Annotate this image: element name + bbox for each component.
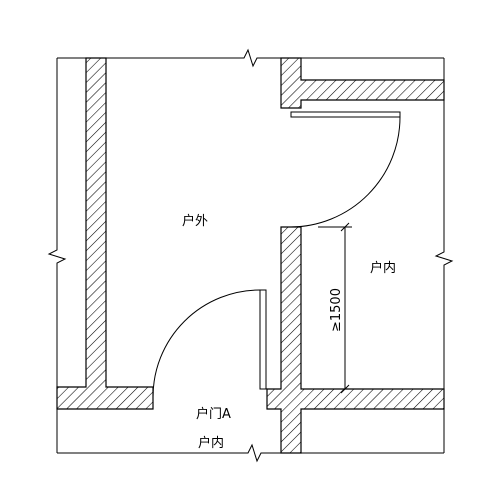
door-a bbox=[152, 289, 267, 398]
wall-top-right bbox=[280, 57, 445, 109]
label-inside-bottom: 户内 bbox=[198, 435, 224, 451]
door-top-leaf bbox=[290, 111, 401, 118]
door-a-leaf bbox=[259, 289, 267, 390]
label-inside-right: 户内 bbox=[370, 260, 396, 276]
door-a-swing-arc bbox=[152, 289, 261, 398]
wall-center-cross bbox=[266, 226, 445, 454]
label-outside: 户外 bbox=[182, 213, 208, 229]
wall-left-L bbox=[56, 57, 154, 410]
walls bbox=[56, 57, 445, 454]
door-top-swing-arc bbox=[290, 116, 401, 228]
door-top bbox=[290, 111, 401, 228]
bottom-boundary-break bbox=[57, 443, 444, 463]
dimension-line bbox=[318, 222, 352, 394]
top-boundary-break bbox=[57, 48, 444, 68]
right-boundary-break bbox=[434, 58, 454, 453]
dimension-text: ≥1500 bbox=[329, 288, 344, 332]
left-boundary-break bbox=[47, 58, 67, 453]
label-door-a: 户门A bbox=[196, 406, 231, 422]
